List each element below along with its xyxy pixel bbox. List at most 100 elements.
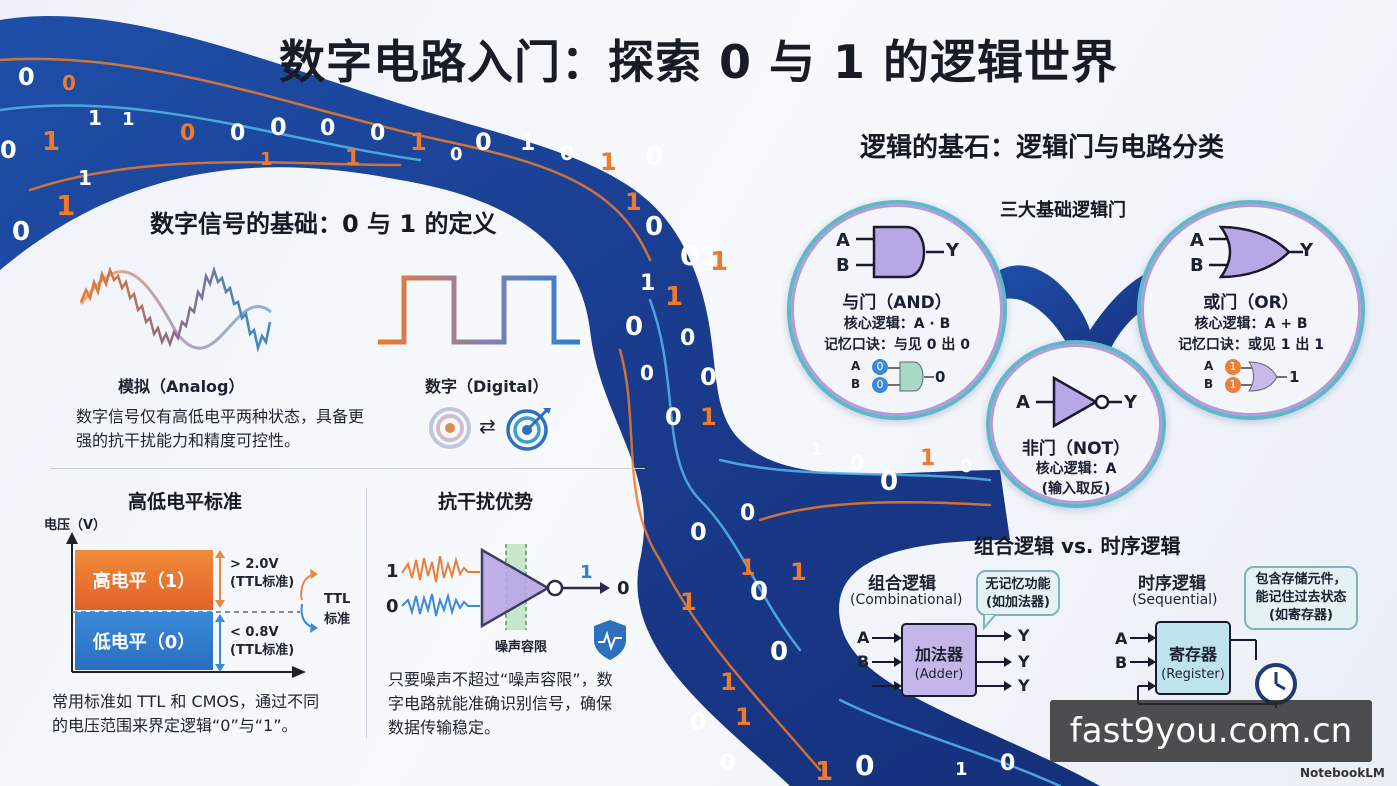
svg-text:1: 1 <box>710 247 728 277</box>
signal-description-line: 强的抗干扰能力和精度可控性。 <box>76 431 301 450</box>
not-gate-card <box>986 340 1166 508</box>
comb-bubble-tail <box>983 614 998 630</box>
comb-subtitle: (Combinational) <box>850 592 963 608</box>
comb-note-line-2: (如加法器) <box>986 595 1050 610</box>
adder-label-en: (Adder) <box>914 667 964 682</box>
svg-text:1: 1 <box>260 149 273 170</box>
adder-diagram <box>872 623 1012 697</box>
adder-label-cn: 加法器 <box>914 645 963 664</box>
svg-text:0: 0 <box>645 142 663 172</box>
levels-title: 高低电平标准 <box>128 491 243 513</box>
levels-description: 常用标准如 TTL 和 CMOS，通过不同 的电压范围来界定逻辑“0”与“1”。 <box>52 690 319 738</box>
level-range-arrows <box>215 550 225 672</box>
seq-input-b: B <box>1115 653 1128 672</box>
seq-subtitle: (Sequential) <box>1132 592 1218 608</box>
seq-note-line-3: (如寄存器) <box>1269 608 1333 623</box>
svg-text:0: 0 <box>560 141 574 165</box>
svg-text:1: 1 <box>815 757 833 786</box>
shield-icon <box>594 620 626 660</box>
svg-text:0: 0 <box>180 121 195 146</box>
brand-logo-text: NotebookLM <box>1300 766 1385 780</box>
ttl-label-line-1: TTL <box>324 592 351 607</box>
signal-description: 数字信号仅有高低电平两种状态，具备更 强的抗干扰能力和精度可控性。 <box>76 405 364 453</box>
svg-text:1: 1 <box>700 403 717 431</box>
high-level-box: 高电平（1） <box>75 550 213 610</box>
svg-text:0: 0 <box>0 136 17 164</box>
levels-description-line: 常用标准如 TTL 和 CMOS，通过不同 <box>52 692 320 711</box>
svg-text:1: 1 <box>78 166 92 190</box>
register-label: 寄存器 (Register) <box>1156 645 1230 685</box>
svg-text:1: 1 <box>625 188 642 216</box>
svg-text:0: 0 <box>62 71 76 95</box>
svg-text:0: 0 <box>770 637 788 667</box>
svg-text:0: 0 <box>320 116 335 141</box>
sharp-target-icon <box>506 408 551 451</box>
svg-text:1: 1 <box>810 439 823 460</box>
comb-title: 组合逻辑 <box>868 574 936 594</box>
or-gate-name: 或门（OR） <box>1203 293 1299 313</box>
and-gate-mnemonic: 记忆口诀：与见 0 出 0 <box>823 337 971 353</box>
svg-text:1: 1 <box>665 282 683 312</box>
svg-text:1: 1 <box>955 759 968 780</box>
svg-text:1: 1 <box>720 668 737 696</box>
noise-description-line: 只要噪声不超过“噪声容限”，数 <box>388 670 613 689</box>
or-gate-logic: 核心逻辑：A + B <box>1194 316 1308 332</box>
comb-note-bubble: 无记忆功能 (如加法器) <box>976 570 1060 616</box>
svg-text:0: 0 <box>450 144 463 165</box>
svg-text:0: 0 <box>740 501 755 526</box>
or-input-b: B <box>1190 255 1204 276</box>
svg-text:1: 1 <box>56 189 75 222</box>
register-label-en: (Register) <box>1161 667 1225 682</box>
svg-text:0: 0 <box>270 113 287 141</box>
ttl-label-line-2: 标准 <box>324 612 351 627</box>
levels-description-line: 的电压范围来界定逻辑“0”与“1”。 <box>52 716 298 735</box>
seq-note-bubble: 包含存储元件， 能记住过去状态 (如寄存器) <box>1244 566 1358 630</box>
svg-text:0: 0 <box>690 708 707 736</box>
seq-title: 时序逻辑 <box>1138 574 1206 594</box>
svg-text:0: 0 <box>680 326 695 351</box>
low-level-label: 低电平（0） <box>92 632 196 653</box>
svg-text:0: 0 <box>960 456 973 477</box>
svg-text:0: 0 <box>625 312 643 342</box>
and-gate-name: 与门（AND） <box>842 293 952 313</box>
left-section-title: 数字信号的基础：0 与 1 的定义 <box>150 210 497 238</box>
svg-text:1: 1 <box>740 556 755 581</box>
comb-output-1: Y <box>1018 626 1030 645</box>
watermark: fast9you.com.cn <box>1050 700 1372 762</box>
or-input-a: A <box>1190 230 1204 251</box>
and-example-input-b: 0 <box>872 377 888 393</box>
digital-label: 数字（Digital） <box>425 377 549 396</box>
svg-text:0: 0 <box>850 451 864 475</box>
svg-text:0: 0 <box>1000 751 1015 776</box>
seq-note-line-2: 能记住过去状态 <box>1255 590 1347 605</box>
svg-text:0: 0 <box>665 403 682 431</box>
svg-text:1: 1 <box>345 146 360 171</box>
low-threshold: < 0.8V (TTL标准) <box>230 624 294 660</box>
adder-label: 加法器 (Adder) <box>902 645 976 685</box>
swap-arrows-icon: ⇄ <box>479 414 496 438</box>
svg-text:0: 0 <box>690 518 707 546</box>
left-divider <box>50 468 645 469</box>
svg-text:0: 0 <box>640 361 654 385</box>
noise-margin-label: 噪声容限 <box>495 640 548 655</box>
analog-wave-graphic <box>79 265 272 353</box>
low-threshold-value: < 0.8V <box>230 625 279 640</box>
and-example-input-a: 0 <box>872 359 888 375</box>
analog-label: 模拟（Analog） <box>118 377 245 396</box>
register-label-cn: 寄存器 <box>1168 645 1217 664</box>
svg-text:1: 1 <box>790 558 807 586</box>
svg-text:0: 0 <box>720 751 735 776</box>
and-gate-symbol <box>856 225 944 279</box>
or-gate-symbol <box>1209 225 1303 279</box>
high-level-label: 高电平（1） <box>92 571 196 592</box>
noise-description-line: 字电路就能准确识别信号，确保 <box>388 694 613 713</box>
or-example-output: 1 <box>1289 368 1300 386</box>
page-title: 数字电路入门：探索 0 与 1 的逻辑世界 <box>278 35 1119 89</box>
low-threshold-std: (TTL标准) <box>230 643 295 658</box>
svg-text:0: 0 <box>18 63 35 91</box>
low-level-box: 低电平（0） <box>75 612 213 670</box>
and-output: Y <box>946 240 960 261</box>
svg-text:01: 01 <box>680 239 719 272</box>
not-gate-name: 非门（NOT） <box>1021 439 1131 459</box>
voltage-axis-label: 电压（V） <box>44 518 107 533</box>
